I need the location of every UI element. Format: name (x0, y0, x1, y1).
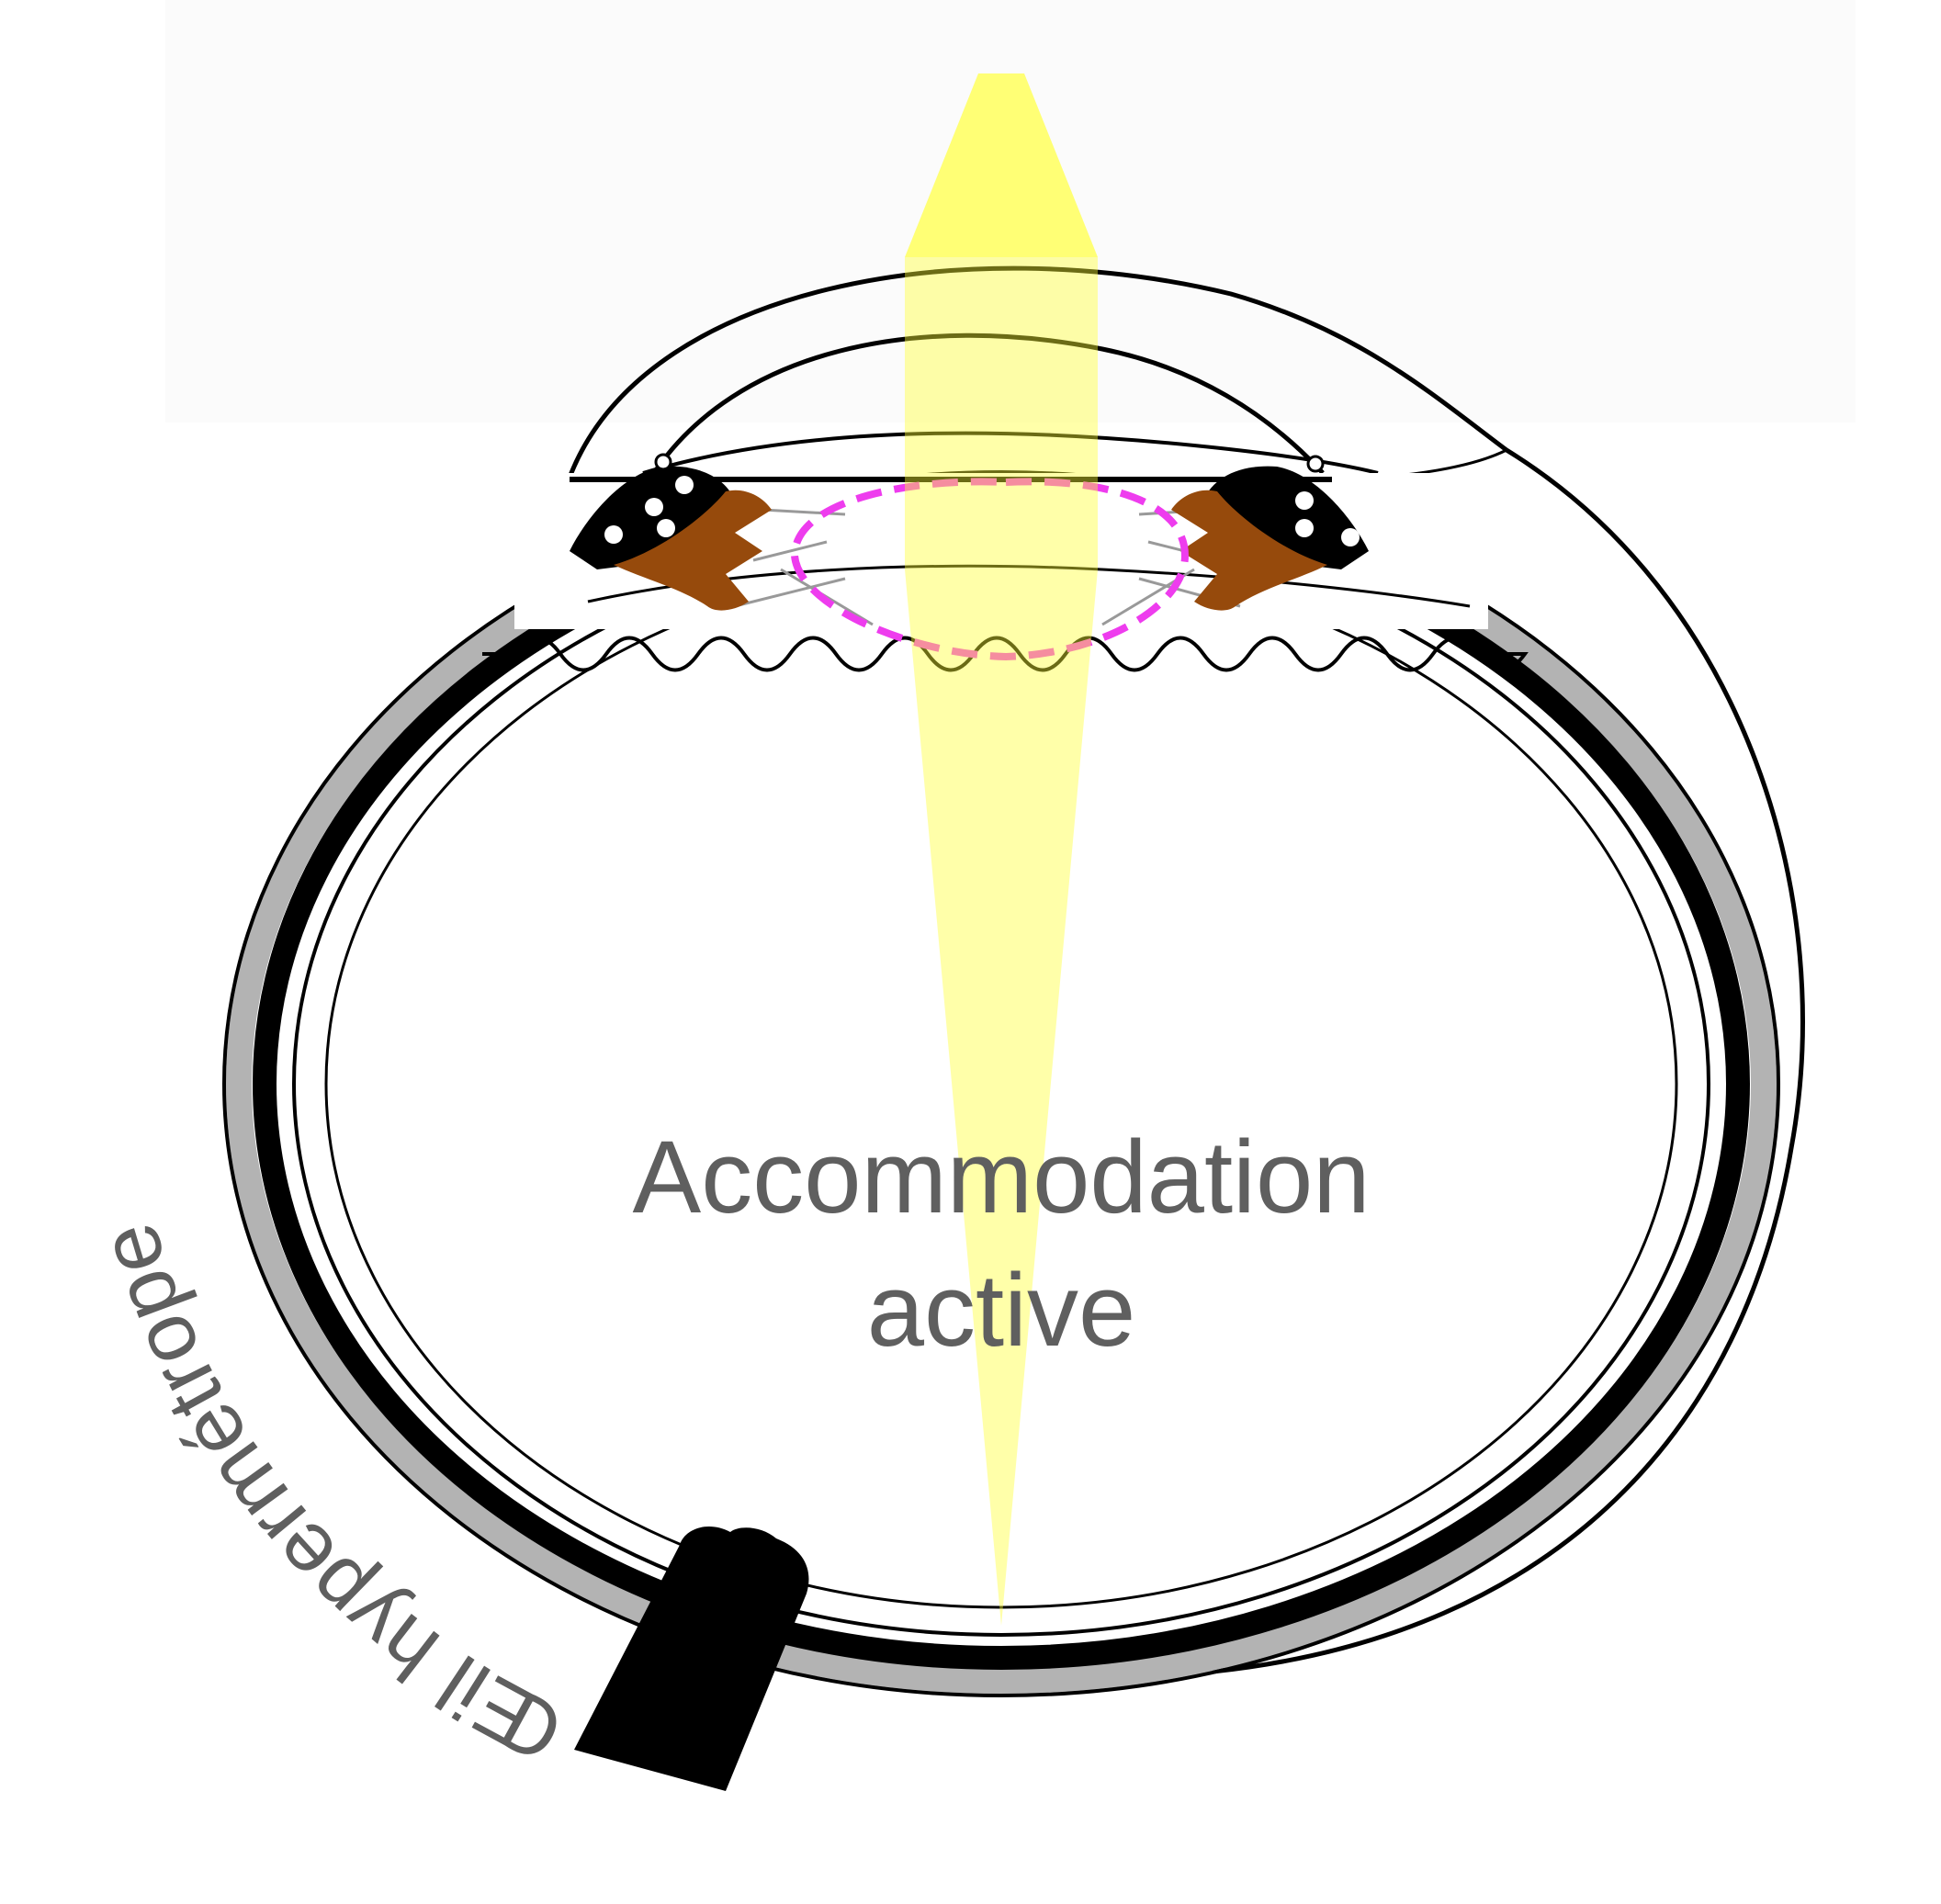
center-label-line1: Accommodation (632, 1120, 1370, 1234)
ora-serrata-wave (482, 636, 1529, 672)
light-beam-through-eye (905, 257, 1098, 1626)
canal-of-schlemm-right (1306, 455, 1325, 473)
ciliary-dots-left (604, 476, 694, 544)
ciliary-muscle-left (614, 490, 772, 611)
outer-cornea-outline (567, 265, 1508, 479)
center-label-line2: active (867, 1253, 1136, 1368)
ciliary-dots-right (1295, 491, 1360, 546)
ciliary-muscle-right (1171, 490, 1327, 611)
outer-globe-outline (1212, 447, 1805, 1674)
inner-cornea-outline (649, 332, 1325, 478)
light-beam-incoming (905, 73, 1098, 257)
optic-nerve (574, 1527, 809, 1791)
canal-of-schlemm-left (654, 453, 672, 471)
lens-outline (790, 478, 1190, 661)
sclera-outer-edge (222, 470, 1780, 1697)
